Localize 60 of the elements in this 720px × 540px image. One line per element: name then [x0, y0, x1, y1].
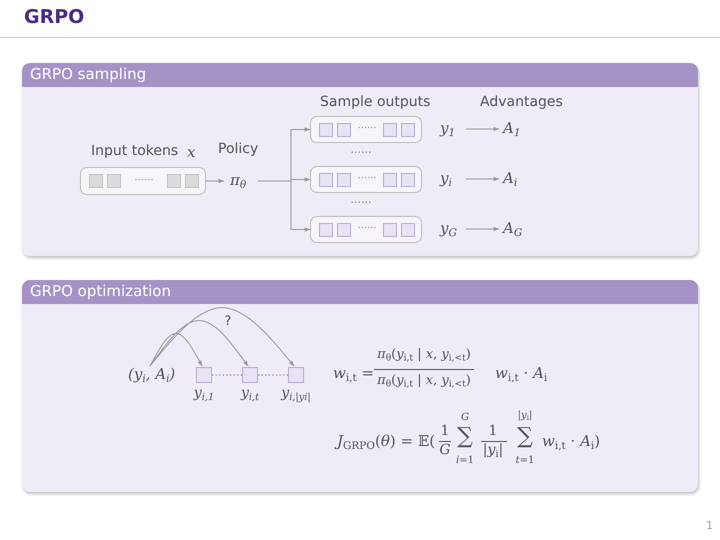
fraction-denominator: G — [439, 442, 451, 459]
slide-title: GRPO — [24, 6, 84, 29]
column-heading: Advantages — [480, 94, 563, 111]
fraction-denominator: π$_{θ}$(y$_{i,t}$ | x, y$_{i,<t}$) — [377, 373, 471, 389]
formula-text: J$_{GRPO}$(θ) = 𝔼( — [337, 432, 436, 450]
section-header: GRPO sampling — [22, 63, 698, 87]
arrow — [150, 320, 248, 366]
token-square — [242, 367, 258, 383]
column-heading: Sample outputs — [320, 94, 430, 111]
ellipsis-dots: ······ — [350, 146, 372, 160]
formula-text: w$_{i,t}$ · A$_{i}$ — [495, 364, 548, 382]
token-label: y$_{i,1}$ — [194, 385, 214, 402]
ellipsis-dots: ······ — [357, 123, 377, 135]
token-sequence-box — [310, 166, 422, 193]
sum-symbol: ∑ — [517, 424, 533, 450]
formula-text: w$_{i,t}$ · A$_{i}$) — [542, 432, 600, 450]
sum-limit: t=1 — [516, 455, 534, 467]
dotted-connector — [212, 374, 242, 376]
math-label: A$_{G}$ — [503, 219, 522, 237]
arrow — [466, 176, 500, 182]
sum-limit: |y$_{i}$| — [518, 410, 532, 422]
ellipsis-dots: ······ — [350, 196, 372, 210]
policy-symbol: π$_{θ}$ — [230, 171, 246, 189]
math-label: y$_{1}$ — [440, 119, 456, 137]
arrow — [150, 307, 294, 366]
input-label: Input tokens — [91, 143, 178, 160]
sum-symbol: ∑ — [457, 424, 473, 450]
token-square — [196, 367, 212, 383]
sum-limit: i=1 — [456, 455, 474, 467]
ellipsis-dots: ······ — [357, 223, 377, 235]
arrow — [150, 332, 202, 367]
arrow — [206, 178, 225, 184]
ellipsis-dots: ······ — [134, 174, 154, 186]
sum-limit: G — [461, 412, 469, 424]
arrow — [466, 226, 500, 232]
variable-label: x — [187, 143, 196, 161]
arrow — [466, 126, 500, 132]
ellipsis-dots: ······ — [357, 173, 377, 185]
dotted-connector — [258, 374, 288, 376]
section-header: GRPO optimization — [22, 280, 698, 304]
page-number: 1 — [706, 519, 713, 532]
math-label: y$_{G}$ — [440, 219, 457, 237]
fraction-denominator: |y$_{i}$| — [482, 442, 504, 459]
section-panel — [22, 63, 698, 256]
math-label: (y$_{i}$, A$_{i}$) — [128, 365, 176, 383]
math-label: y$_{i}$ — [440, 169, 452, 187]
token-sequence-box — [310, 116, 422, 143]
math-label: A$_{1}$ — [503, 119, 521, 137]
question-mark: ? — [224, 314, 232, 330]
arrow — [258, 180, 311, 232]
fraction-numerator: 1 — [488, 423, 498, 440]
fraction-numerator: 1 — [440, 423, 450, 440]
token-sequence-box — [310, 216, 422, 243]
fraction-numerator: π$_{θ}$(y$_{i,t}$ | x, y$_{i,<t}$) — [377, 347, 471, 363]
token-square — [288, 367, 304, 383]
formula-text: w$_{i,t}$ = — [333, 364, 374, 382]
section-panel — [22, 280, 698, 492]
policy-label: Policy — [218, 141, 258, 158]
token-label: y$_{i,t}$ — [240, 385, 260, 402]
math-label: A$_{i}$ — [503, 169, 518, 187]
